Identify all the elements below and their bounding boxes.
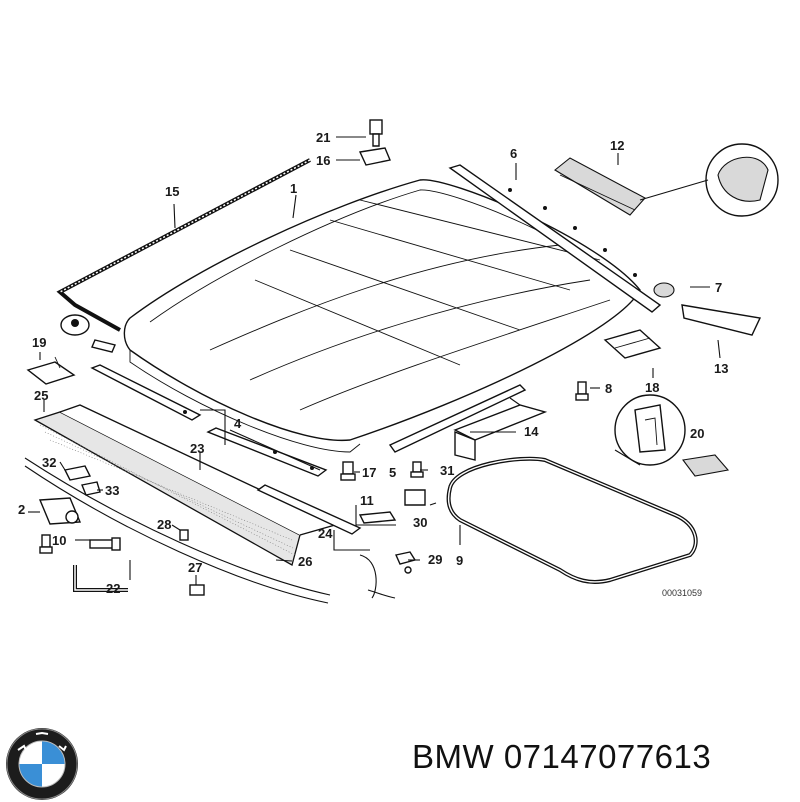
callout-22: 22 [106, 581, 120, 596]
wrench-22 [73, 560, 131, 592]
part-10 [89, 537, 121, 551]
callout-labels: 1 2 4 6 7 8 9 10 11 12 13 14 15 16 17 18… [18, 130, 728, 598]
part-28 [179, 529, 189, 541]
clip-16 [358, 119, 391, 166]
callout-19: 19 [32, 335, 46, 350]
callout-16: 16 [316, 153, 330, 168]
part-17 [340, 461, 356, 481]
seal-ring-9 [446, 456, 698, 584]
callout-1: 1 [290, 181, 297, 196]
part-13 [681, 304, 762, 336]
part-7 [653, 282, 675, 298]
motor-2 [38, 497, 82, 525]
callout-15: 15 [165, 184, 179, 199]
seal-strip [56, 158, 311, 332]
callout-11: 11 [360, 493, 374, 508]
callout-17: 17 [362, 465, 376, 480]
knob-assembly [60, 314, 116, 353]
screw-8 [575, 381, 589, 401]
part-number-title: BMW 07147077613 [412, 738, 712, 775]
callout-10: 10 [52, 533, 66, 548]
diagram-code: 00031059 [662, 588, 702, 598]
part-18 [603, 329, 662, 359]
callout-23: 23 [190, 441, 204, 456]
part-31 [410, 461, 424, 478]
roof-panel [123, 179, 641, 453]
rail-6 [448, 164, 662, 313]
front-frame [24, 457, 331, 604]
part-33 [81, 481, 101, 496]
callout-4: 4 [234, 416, 242, 431]
detail-circle-mid [614, 394, 686, 466]
part-12 [554, 157, 646, 216]
strip-4-lower [206, 427, 328, 477]
part-29 [395, 551, 417, 574]
screw-left [39, 534, 53, 554]
callout-32: 32 [42, 455, 56, 470]
callout-33: 33 [105, 483, 119, 498]
bmw-roundel-logo [6, 728, 78, 800]
callout-7: 7 [715, 280, 722, 295]
callout-6: 6 [510, 146, 517, 161]
callout-14: 14 [524, 424, 539, 439]
strip-4-upper [90, 364, 202, 421]
side-strip-5 [388, 384, 527, 453]
callout-28: 28 [157, 517, 171, 532]
bracket-11 [358, 489, 426, 524]
part-32 [63, 465, 92, 481]
part-14 [453, 397, 548, 461]
part-27 [189, 584, 205, 596]
callout-21: 21 [316, 130, 330, 145]
callout-12: 12 [610, 138, 624, 153]
callout-29: 29 [428, 552, 442, 567]
callout-30: 30 [413, 515, 427, 530]
callout-27: 27 [188, 560, 202, 575]
part-19 [26, 356, 76, 385]
detail-circle-top [639, 143, 779, 217]
callout-13: 13 [714, 361, 728, 376]
callout-31: 31 [440, 463, 454, 478]
callout-24: 24 [318, 526, 333, 541]
callout-9: 9 [456, 553, 463, 568]
rail-23 [256, 484, 362, 535]
callout-18: 18 [645, 380, 659, 395]
callout-2: 2 [18, 502, 25, 517]
callout-20: 20 [690, 426, 704, 441]
callout-26: 26 [298, 554, 312, 569]
part-20 [682, 454, 730, 477]
callout-5: 5 [389, 465, 396, 480]
callout-25: 25 [34, 388, 48, 403]
leader-lines [28, 136, 721, 585]
cable-24 [359, 554, 396, 599]
sunshade-panel-25 [33, 404, 337, 566]
callout-8: 8 [605, 381, 612, 396]
